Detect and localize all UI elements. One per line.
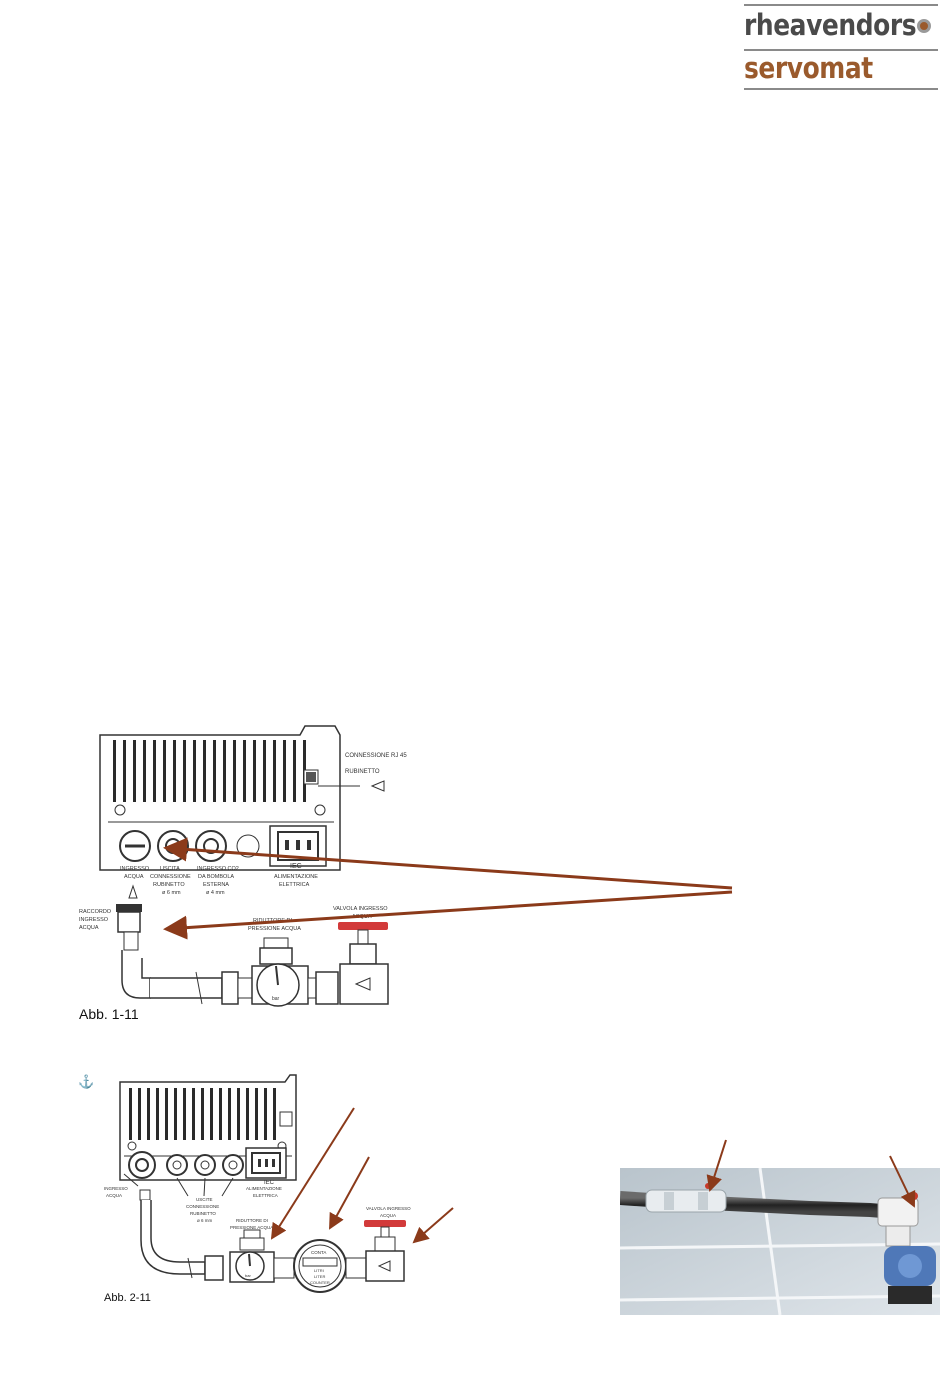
label-co2-4: ø 4 mm (206, 890, 225, 896)
logo-line1: rheavendors (744, 8, 917, 42)
fig2-label-valvola-2: ACQUA (380, 1213, 396, 1218)
label-bar-1: bar (272, 996, 280, 1002)
label-raccordo-1: RACCORDO (79, 909, 112, 915)
label-rubinetto: RUBINETTO (345, 769, 380, 775)
label-co2-1: INGRESSO CO2 (197, 866, 239, 872)
label-co2-3: ESTERNA (203, 882, 229, 888)
fig2-label-riduttore-1: RIDUTTORE DI (236, 1218, 268, 1223)
fig2-label-iec: IEC (264, 1180, 275, 1186)
fig2-label-valvola-1: VALVOLA INGRESSO (366, 1206, 411, 1211)
label-alimentazione-2: ELETTRICA (279, 882, 310, 888)
fig2-label-bar: bar (245, 1273, 251, 1278)
fig2-label-uscite-3: RUBINETTO (190, 1211, 216, 1216)
label-uscita-1: USCITA (160, 866, 180, 872)
label-raccordo-2: INGRESSO (79, 917, 109, 923)
fig2-label-uscite-4: ø 6 mm (197, 1218, 213, 1223)
figure-1-caption: Abb. 1-11 (79, 1006, 139, 1022)
label-ingresso-2: ACQUA (124, 874, 144, 880)
logo-rule-middle (744, 49, 938, 51)
figure-2-drawing: IEC ALIMENTAZIONE ELETTRICA INGRESSO ACQ… (104, 1074, 454, 1293)
fig2-label-conta-4: COUNTER (310, 1280, 330, 1285)
fig2-label-riduttore-2: PRESSIONE ACQUA (230, 1225, 273, 1230)
label-uscita-4: ø 6 mm (162, 890, 181, 896)
figure-1-drawing: CONNESSIONE RJ 45 RUBINETTO INGRESSO ACQ… (79, 725, 733, 1007)
label-rj45: CONNESSIONE RJ 45 (345, 753, 407, 759)
fig2-label-conta-2: LITRI (314, 1268, 324, 1273)
label-valvola-1: VALVOLA INGRESSO (333, 906, 388, 912)
label-raccordo-3: ACQUA (79, 925, 99, 931)
photo-drawing (620, 1168, 940, 1315)
fig2-label-alim-1: ALIMENTAZIONE (246, 1186, 282, 1191)
label-uscita-3: RUBINETTO (153, 882, 185, 888)
fig2-label-conta-1: CONTA (311, 1250, 326, 1255)
fig2-arrow-reducer (270, 1107, 355, 1240)
label-riduttore-2: PRESSIONE ACQUA (248, 926, 301, 932)
installation-photo (620, 1168, 940, 1315)
label-co2-2: DA BOMBOLA (198, 874, 234, 880)
logo-dot-icon (917, 19, 931, 33)
fig2-arrow-counter (329, 1156, 370, 1230)
fig2-label-uscite-1: USCITE (196, 1197, 213, 1202)
fig2-label-uscite-2: CONNESSIONE (186, 1204, 219, 1209)
arrow-to-inlet (163, 837, 733, 890)
fig2-label-ingresso-1: INGRESSO (104, 1186, 128, 1191)
fig2-label-alim-2: ELETTRICA (253, 1193, 278, 1198)
label-alimentazione-1: ALIMENTAZIONE (274, 874, 318, 880)
logo-rule-bottom (744, 88, 938, 90)
logo-line2: servomat (744, 51, 873, 85)
fig2-label-ingresso-2: ACQUA (106, 1193, 122, 1198)
arrow-to-fitting (163, 890, 733, 940)
fig2-arrow-valve (412, 1207, 454, 1244)
brand-logo: rheavendors servomat (744, 4, 940, 92)
label-ingresso-1: INGRESSO (120, 866, 150, 872)
label-uscita-2: CONNESSIONE (150, 874, 191, 880)
label-iec: IEC (290, 863, 302, 870)
figure-2-caption: Abb. 2-11 (104, 1292, 151, 1304)
logo-rule-top (744, 4, 938, 6)
fig2-label-conta-3: LITER (314, 1274, 325, 1279)
anchor-icon: ⚓ (78, 1074, 95, 1089)
